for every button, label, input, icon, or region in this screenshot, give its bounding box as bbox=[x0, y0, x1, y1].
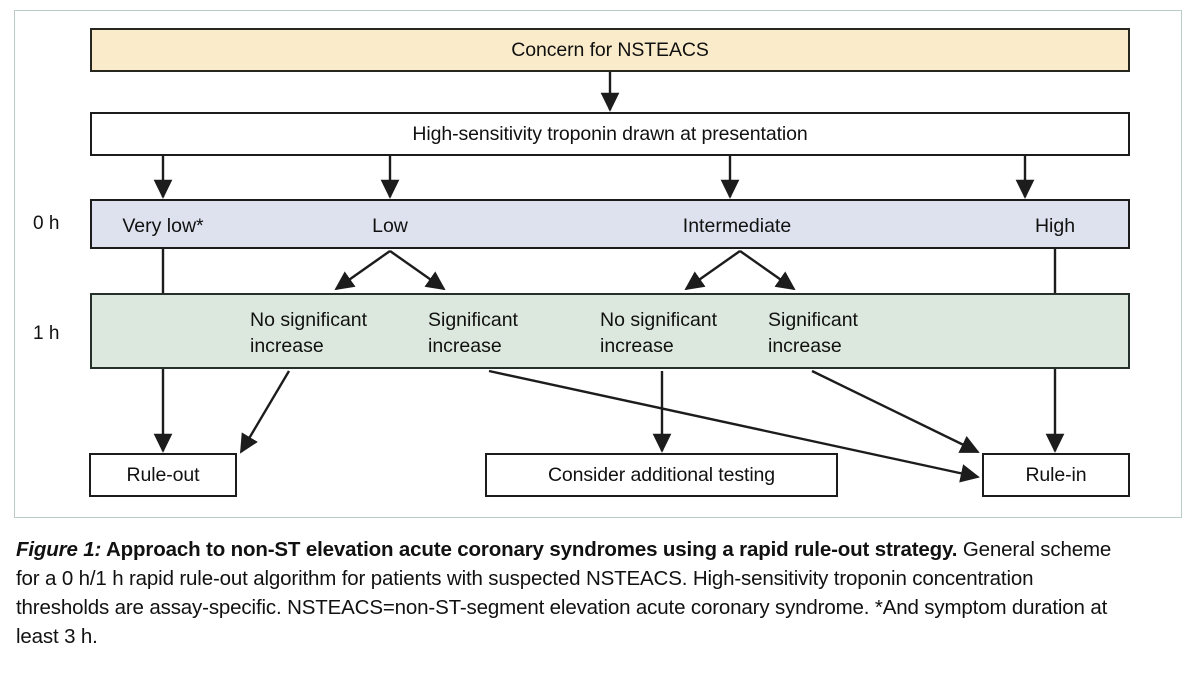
node-rule-in: Rule-in bbox=[982, 453, 1130, 497]
node-consider-additional-testing: Consider additional testing bbox=[485, 453, 838, 497]
figure-border bbox=[14, 10, 1182, 518]
caption-figure-label: Figure 1: bbox=[16, 538, 102, 561]
node-troponin-at-presentation: High-sensitivity troponin drawn at prese… bbox=[90, 112, 1130, 156]
time-label-1h: 1 h bbox=[33, 323, 60, 344]
risk-level-very-low: Very low* bbox=[122, 215, 204, 237]
band-1h bbox=[90, 293, 1130, 369]
node-concern-for-nsteacs: Concern for NSTEACS bbox=[90, 28, 1130, 72]
caption-body: General scheme for a 0 h/1 h rapid rule-… bbox=[16, 538, 1112, 649]
risk-level-intermediate: Intermediate bbox=[682, 215, 792, 237]
result-significant-increase-intermediate: Significant increase bbox=[768, 309, 858, 358]
result-no-significant-increase-low: No significant increase bbox=[250, 309, 368, 358]
risk-level-high: High bbox=[1034, 215, 1076, 237]
risk-level-low: Low bbox=[372, 215, 408, 237]
result-significant-increase-low: Significant increase bbox=[428, 309, 518, 358]
result-no-significant-increase-intermediate: No significant increase bbox=[600, 309, 718, 358]
node-rule-out: Rule-out bbox=[89, 453, 237, 497]
band-0h bbox=[90, 199, 1130, 249]
time-label-0h: 0 h bbox=[33, 213, 60, 234]
figure-caption: Figure 1: Approach to non-ST elevation a… bbox=[16, 535, 1131, 651]
caption-title: Approach to non-ST elevation acute coron… bbox=[101, 538, 958, 561]
